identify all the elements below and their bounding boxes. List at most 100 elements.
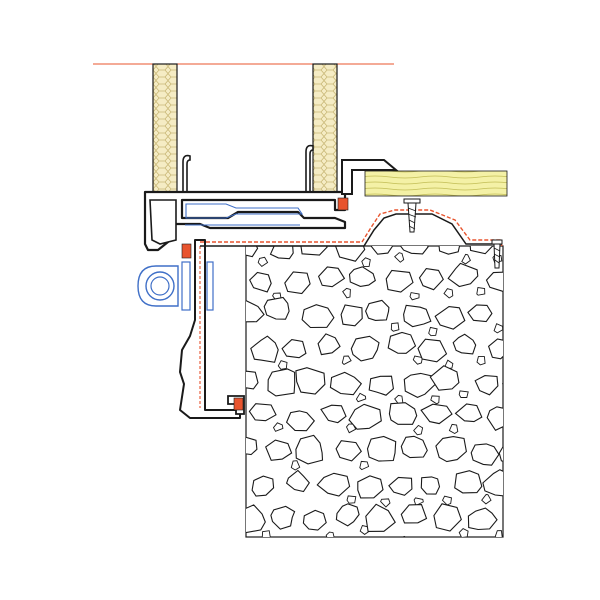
- stone-small: [341, 355, 352, 365]
- stone-small: [257, 256, 269, 267]
- stone-small: [430, 395, 440, 405]
- stone: [387, 331, 417, 354]
- seal-top: [337, 197, 349, 211]
- stone-small: [290, 460, 301, 471]
- stone: [285, 410, 316, 432]
- stone-small: [428, 326, 438, 337]
- stone-small: [261, 530, 271, 537]
- stone: [316, 472, 351, 497]
- stone: [245, 540, 274, 562]
- stone-small: [359, 460, 370, 471]
- stone: [357, 475, 384, 499]
- stone: [295, 367, 326, 395]
- stone: [518, 267, 543, 286]
- rubble-stones: [245, 235, 553, 573]
- stone: [334, 246, 366, 262]
- frame-profile: [179, 239, 241, 419]
- stone: [320, 404, 347, 424]
- stone: [482, 469, 503, 497]
- gasket-track: [185, 203, 304, 219]
- stone: [401, 535, 407, 537]
- stone: [454, 470, 483, 494]
- stone-small: [380, 498, 391, 508]
- stone: [267, 368, 296, 397]
- stone: [300, 246, 328, 256]
- stone: [263, 296, 290, 320]
- stone: [489, 539, 514, 557]
- stone: [467, 304, 493, 323]
- stone: [502, 382, 503, 386]
- stone: [347, 539, 377, 561]
- stone: [340, 304, 363, 327]
- stone-small: [413, 424, 424, 436]
- stone: [246, 504, 266, 534]
- glazing-clip-left: [182, 154, 191, 193]
- stone: [335, 440, 362, 462]
- stone: [302, 509, 327, 531]
- stone-small: [481, 494, 492, 505]
- stone: [248, 403, 277, 422]
- stone: [368, 375, 394, 396]
- stone-small: [342, 287, 351, 299]
- stone-small: [458, 528, 469, 537]
- stone: [504, 235, 535, 263]
- stone: [435, 436, 467, 463]
- stone-small: [346, 495, 357, 504]
- stone: [504, 502, 526, 528]
- stone: [447, 262, 479, 288]
- stone: [284, 271, 311, 295]
- stone-small: [510, 292, 518, 300]
- stone: [246, 246, 259, 258]
- stone: [467, 507, 498, 531]
- timber-board: [364, 170, 508, 197]
- stone: [364, 299, 390, 321]
- fixing-screw-2: [491, 239, 503, 269]
- stone-small: [344, 565, 352, 573]
- stone-small: [394, 252, 405, 263]
- stone: [470, 443, 500, 466]
- stone: [388, 402, 418, 425]
- stone-small: [494, 530, 503, 537]
- stone: [295, 434, 324, 465]
- stone: [365, 503, 396, 532]
- stone: [335, 503, 360, 527]
- stone: [420, 403, 453, 425]
- stone-small: [461, 253, 471, 265]
- stone-small: [390, 322, 400, 332]
- stone: [329, 371, 363, 396]
- stone-small: [272, 422, 284, 432]
- stone: [452, 333, 477, 355]
- stone: [318, 542, 345, 562]
- stone: [249, 271, 272, 293]
- stone-small: [530, 396, 539, 404]
- stone: [285, 541, 306, 564]
- stone: [518, 408, 551, 434]
- stone: [385, 269, 414, 293]
- stone: [433, 503, 462, 532]
- stone: [486, 406, 503, 432]
- stone-small: [476, 356, 486, 366]
- stone-small: [325, 531, 335, 537]
- stone: [400, 504, 428, 524]
- stone: [301, 304, 335, 329]
- stone-small: [532, 259, 542, 269]
- stone: [399, 246, 429, 255]
- stone: [469, 246, 494, 255]
- glazing-panel-right: [312, 63, 338, 195]
- stone-small: [476, 286, 486, 296]
- drip-profile: [341, 159, 399, 195]
- stone-small: [355, 392, 367, 403]
- glazing-clip-right: [305, 144, 314, 197]
- stone: [526, 338, 549, 358]
- stone-small: [271, 563, 280, 571]
- stone: [509, 301, 538, 323]
- stone: [270, 505, 296, 530]
- stone: [403, 372, 436, 399]
- stone-small: [534, 324, 543, 333]
- stone: [418, 268, 444, 291]
- stone-small: [448, 423, 459, 435]
- stone: [454, 403, 483, 423]
- stone-small: [277, 360, 288, 370]
- stone: [527, 541, 553, 562]
